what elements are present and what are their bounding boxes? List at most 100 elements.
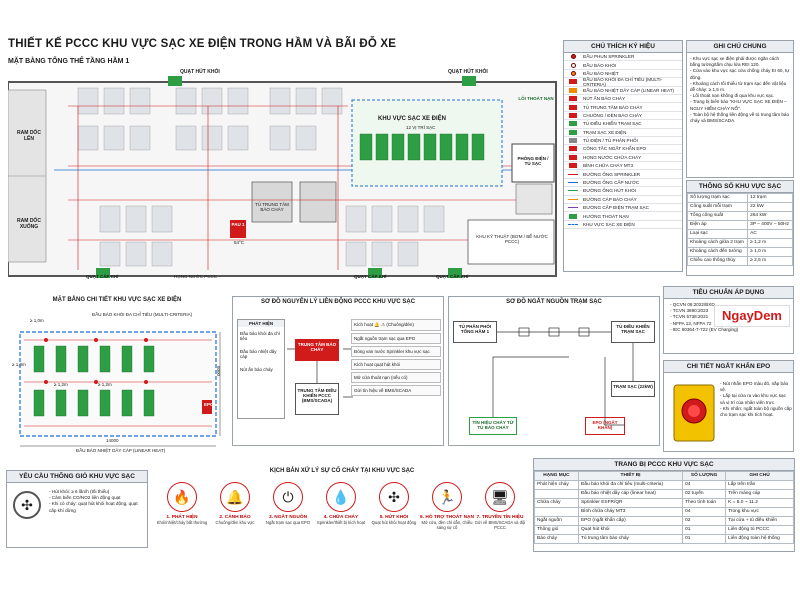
detect-2: Đầu báo nhiệt dây cáp: [240, 349, 277, 359]
general-notes-list: - Khu vực sạc xe điện phải được ngăn các…: [687, 53, 793, 127]
table-cell: 12 trạm: [747, 193, 793, 203]
standards-panel: TIÊU CHUẨN ÁP DỤNG - QCVN 06:2022/BXD- T…: [663, 286, 794, 354]
box-orange-icon: [567, 87, 579, 93]
list-item: - Cửa vào khu vực sạc cửa chống cháy EI …: [690, 68, 790, 80]
legend-item: KHU VỰC SẠC XE ĐIỆN: [564, 221, 682, 230]
ventilation-title: YÊU CẦU THÔNG GIÓ KHU VỰC SẠC: [7, 471, 147, 483]
line-green-icon: [567, 188, 579, 194]
legend-item: ĐẦU BÁO KHÓI: [564, 61, 682, 70]
step-title: 6. HỖ TRỢ THOÁT NẠN: [420, 515, 474, 520]
fan-label-bottom-mid: QUẠT CẤP KHÍ: [354, 274, 387, 279]
step-title: 1. PHÁT HIỆN: [166, 515, 198, 520]
line-blue-icon: [567, 180, 579, 186]
legend-label: ĐẦU PHUN SPRINKLER: [583, 54, 635, 60]
table-cell: Phát hiện cháy: [534, 480, 579, 490]
detail-epo: EPO: [204, 402, 214, 407]
table-row: Chiều cao thông thủy≥ 2,5 m: [686, 256, 793, 266]
line-purple-icon: [567, 205, 579, 211]
detect-3: Nút ấn báo cháy: [240, 367, 273, 372]
table-cell: ≥ 2,5 m: [747, 256, 793, 266]
table-cell: Ngắt nguồn: [534, 516, 579, 526]
table-cell: K = 8.0 ~ 11.2: [725, 498, 794, 508]
table-cell: Số lượng trạm sạc: [686, 193, 749, 203]
step-icon: ✣: [379, 482, 409, 512]
list-item: - Khi nhấn: ngắt toàn bộ nguồn cấp cho t…: [720, 405, 792, 418]
legend-label: NÚT ẤN BÁO CHÁY: [583, 96, 626, 102]
step-icon: 💧: [326, 482, 356, 512]
table-cell: Công suất mỗi trạm: [686, 202, 749, 212]
power-lines: [492, 327, 634, 426]
legend-label: TỦ ĐIỀU KHIỂN TRẠM SẠC: [583, 121, 642, 127]
legend-item: ĐƯỜNG ỐNG SPRINKLER: [564, 170, 682, 179]
action-item: Gửi tín hiệu về BMS/SCADA: [351, 385, 441, 396]
step-desc: Quạt hút khói hoạt động: [371, 520, 417, 525]
table-cell: 01: [682, 525, 727, 535]
line-dash-icon: [567, 222, 579, 228]
table-cell: 01: [682, 534, 727, 544]
list-item: - Khi có cháy: quạt hút khói hoạt động, …: [49, 501, 138, 513]
detect-title: PHÁT HIỆN: [238, 320, 284, 327]
standards-title: TIÊU CHUẨN ÁP DỤNG: [664, 287, 793, 299]
step-desc: Gửi về BMS/SCADA và đội PCCC: [474, 520, 526, 530]
legend-item: TỦ ĐIỆN / TỦ PHÂN PHỐI: [564, 137, 682, 146]
table-cell: Liên động toàn hệ thống: [725, 534, 794, 544]
station-box: TRẠM SẠC (22kW): [611, 381, 655, 397]
scenario-panel: KỊCH BẢN XỬ LÝ SỰ CỐ CHÁY TẠI KHU VỰC SẠ…: [154, 466, 530, 556]
scenario-title: KỊCH BẢN XỬ LÝ SỰ CỐ CHÁY TẠI KHU VỰC SẠ…: [269, 468, 415, 474]
step-icon: 🖥: [485, 482, 515, 512]
page-subtitle: MẶT BẰNG TỔNG THỂ TẦNG HẦM 1: [8, 58, 130, 65]
table-cell: Đầu báo khói đa chỉ tiêu (multi-criteria…: [577, 480, 684, 490]
equipment-title: TRANG BỊ PCCC KHU VỰC SẠC: [534, 459, 794, 471]
ctrl-panel-box: TỦ ĐIỀU KHIỂN TRẠM SẠC: [611, 321, 655, 343]
detail-top-label: ĐẦU BÁO KHÓI ĐA CHỈ TIÊU (MULTI-CRITERIA…: [92, 312, 193, 317]
step-desc: Khói/nhiệt/cháy bất thường: [156, 520, 208, 525]
epo-panel: CHI TIẾT NGẮT KHẨN EPO - Nút nhấn EPO mà…: [663, 360, 794, 452]
list-item: - Khoảng cách tối thiểu từ trạm sạc đến …: [690, 80, 787, 93]
page-title: THIẾT KẾ PCCC KHU VỰC SẠC XE ĐIỆN TRONG …: [8, 38, 397, 50]
table-cell: [534, 489, 579, 499]
box-gray-icon: [567, 138, 579, 144]
box-red-icon: [567, 96, 579, 102]
table-cell: Báo cháy: [534, 534, 579, 544]
power-panel: SƠ ĐỒ NGẮT NGUỒN TRẠM SẠC TỦ PHÂN PHỐI T…: [448, 296, 660, 446]
legend-item: ĐẦU BÁO NHIỆT: [564, 70, 682, 79]
table-cell: AC: [747, 229, 793, 239]
legend-item: ĐƯỜNG CẤP ĐIỆN TRẠM SẠC: [564, 204, 682, 213]
legend-item: NÚT ẤN BÁO CHÁY: [564, 95, 682, 104]
list-item: - Hút khói: ≥ 6 lần/h (tối thiểu): [49, 489, 110, 494]
action-item: Mở cửa thoát nạn (nếu có): [351, 372, 441, 383]
list-item: - TCVN 5738:2021: [670, 314, 709, 320]
floor-plan-drawing: [7, 76, 557, 278]
logic-panel: SƠ ĐỒ NGUYÊN LÝ LIÊN ĐỘNG PCCC KHU VỰC S…: [232, 296, 444, 446]
table-cell: ≥ 1,0 m: [747, 247, 793, 257]
table-cell: Theo tính toán: [682, 498, 727, 508]
legend-label: TỦ ĐIỆN / TỦ PHÂN PHỐI: [583, 138, 638, 144]
table-row: Đầu báo nhiệt dây cáp (linear heat)02 tu…: [534, 489, 794, 499]
tech-room-label: KHU KỸ THUẬT (BƠM / BỂ NƯỚC PCCC): [476, 234, 548, 244]
legend-label: KHU VỰC SẠC XE ĐIỆN: [583, 222, 635, 227]
list-item: - Lối thoát nạn không đi qua khu vực sạc…: [690, 93, 775, 99]
line-orange-icon: [567, 196, 579, 202]
legend-item: TRẠM SẠC XE ĐIỆN: [564, 129, 682, 137]
table-header: HẠNG MỤC: [534, 471, 579, 481]
legend-item: TỦ ĐIỀU KHIỂN TRẠM SẠC: [564, 120, 682, 129]
table-cell: 04: [682, 507, 727, 517]
fire-alarm-box: TRUNG TÂM BÁO CHÁY: [295, 339, 339, 361]
watermark-logo: NgayDem: [714, 305, 790, 327]
panel-label: PAU 1: [231, 222, 245, 227]
table-cell: Trong khu vực: [725, 507, 794, 517]
box-red-icon: [567, 112, 579, 118]
legend-title: CHÚ THÍCH KÝ HIỆU: [564, 41, 682, 53]
list-item: - Nút nhấn EPO màu đỏ, nắp bảo vệ.: [720, 381, 789, 393]
detail-panel: MẶT BẰNG CHI TIẾT KHU VỰC SẠC XE ĐIỆN ĐẦ…: [6, 296, 228, 464]
ramp-up-label: RAM DỐC LÊN: [17, 130, 41, 142]
